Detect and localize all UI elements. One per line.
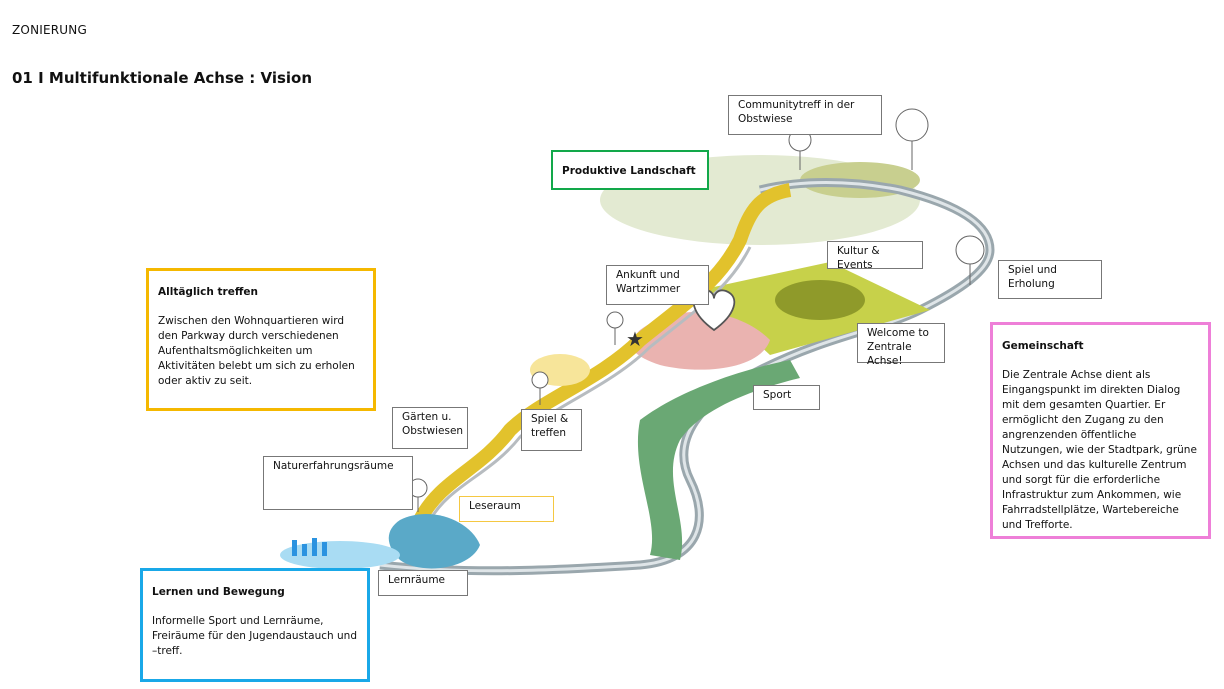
card-text: Zwischen den Wohnquartieren wird den Par… — [158, 315, 355, 387]
label-communitytreff: Communitytreff in der Obstwiese — [728, 95, 882, 135]
tree-icons — [408, 108, 985, 512]
card-title: Lernen und Bewegung — [152, 586, 285, 598]
label-spiel-treffen: Spiel & treffen — [521, 409, 582, 451]
people-silhouettes — [292, 538, 327, 556]
card-text: Informelle Sport und Lernräume, Freiräum… — [152, 615, 357, 657]
label-gaerten: Gärten u. Obstwiesen — [392, 407, 468, 449]
label-leseraum: Leseraum — [459, 496, 554, 522]
label-ankunft: Ankunft und Wartzimmer — [606, 265, 709, 305]
card-text: Die Zentrale Achse dient als Eingangspun… — [1002, 369, 1197, 531]
label-produktive-landschaft: Produktive Landschaft — [551, 150, 709, 190]
label-spiel-erholung: Spiel und Erholung — [998, 260, 1102, 299]
section-label: ZONIERUNG — [12, 23, 87, 37]
dark-olive-patch — [775, 280, 865, 320]
label-kultur-events: Kultur & Events — [827, 241, 923, 271]
blue-splash — [280, 541, 400, 569]
label-naturerfahrung: Naturerfahrungsräume — [263, 456, 413, 510]
label-lernraeume: Lernräume — [378, 570, 468, 596]
card-gemeinschaft: Gemeinschaft Die Zentrale Achse dient al… — [990, 322, 1211, 539]
yellow-path — [413, 183, 792, 524]
label-sport: Sport — [753, 385, 820, 410]
card-title: Alltäglich treffen — [158, 286, 258, 298]
star-icon: ★ — [626, 327, 644, 351]
outer-road-edge — [379, 181, 992, 573]
card-title: Gemeinschaft — [1002, 340, 1084, 352]
blue-area — [388, 514, 480, 569]
page-title: 01 I Multifunktionale Achse : Vision — [12, 69, 313, 87]
card-lernen-bewegung: Lernen und Bewegung Informelle Sport und… — [140, 568, 370, 682]
card-alltaeglich-treffen: Alltäglich treffen Zwischen den Wohnquar… — [146, 268, 376, 411]
label-welcome: Welcome to Zentrale Achse! — [857, 323, 945, 367]
green-strip — [637, 360, 800, 560]
